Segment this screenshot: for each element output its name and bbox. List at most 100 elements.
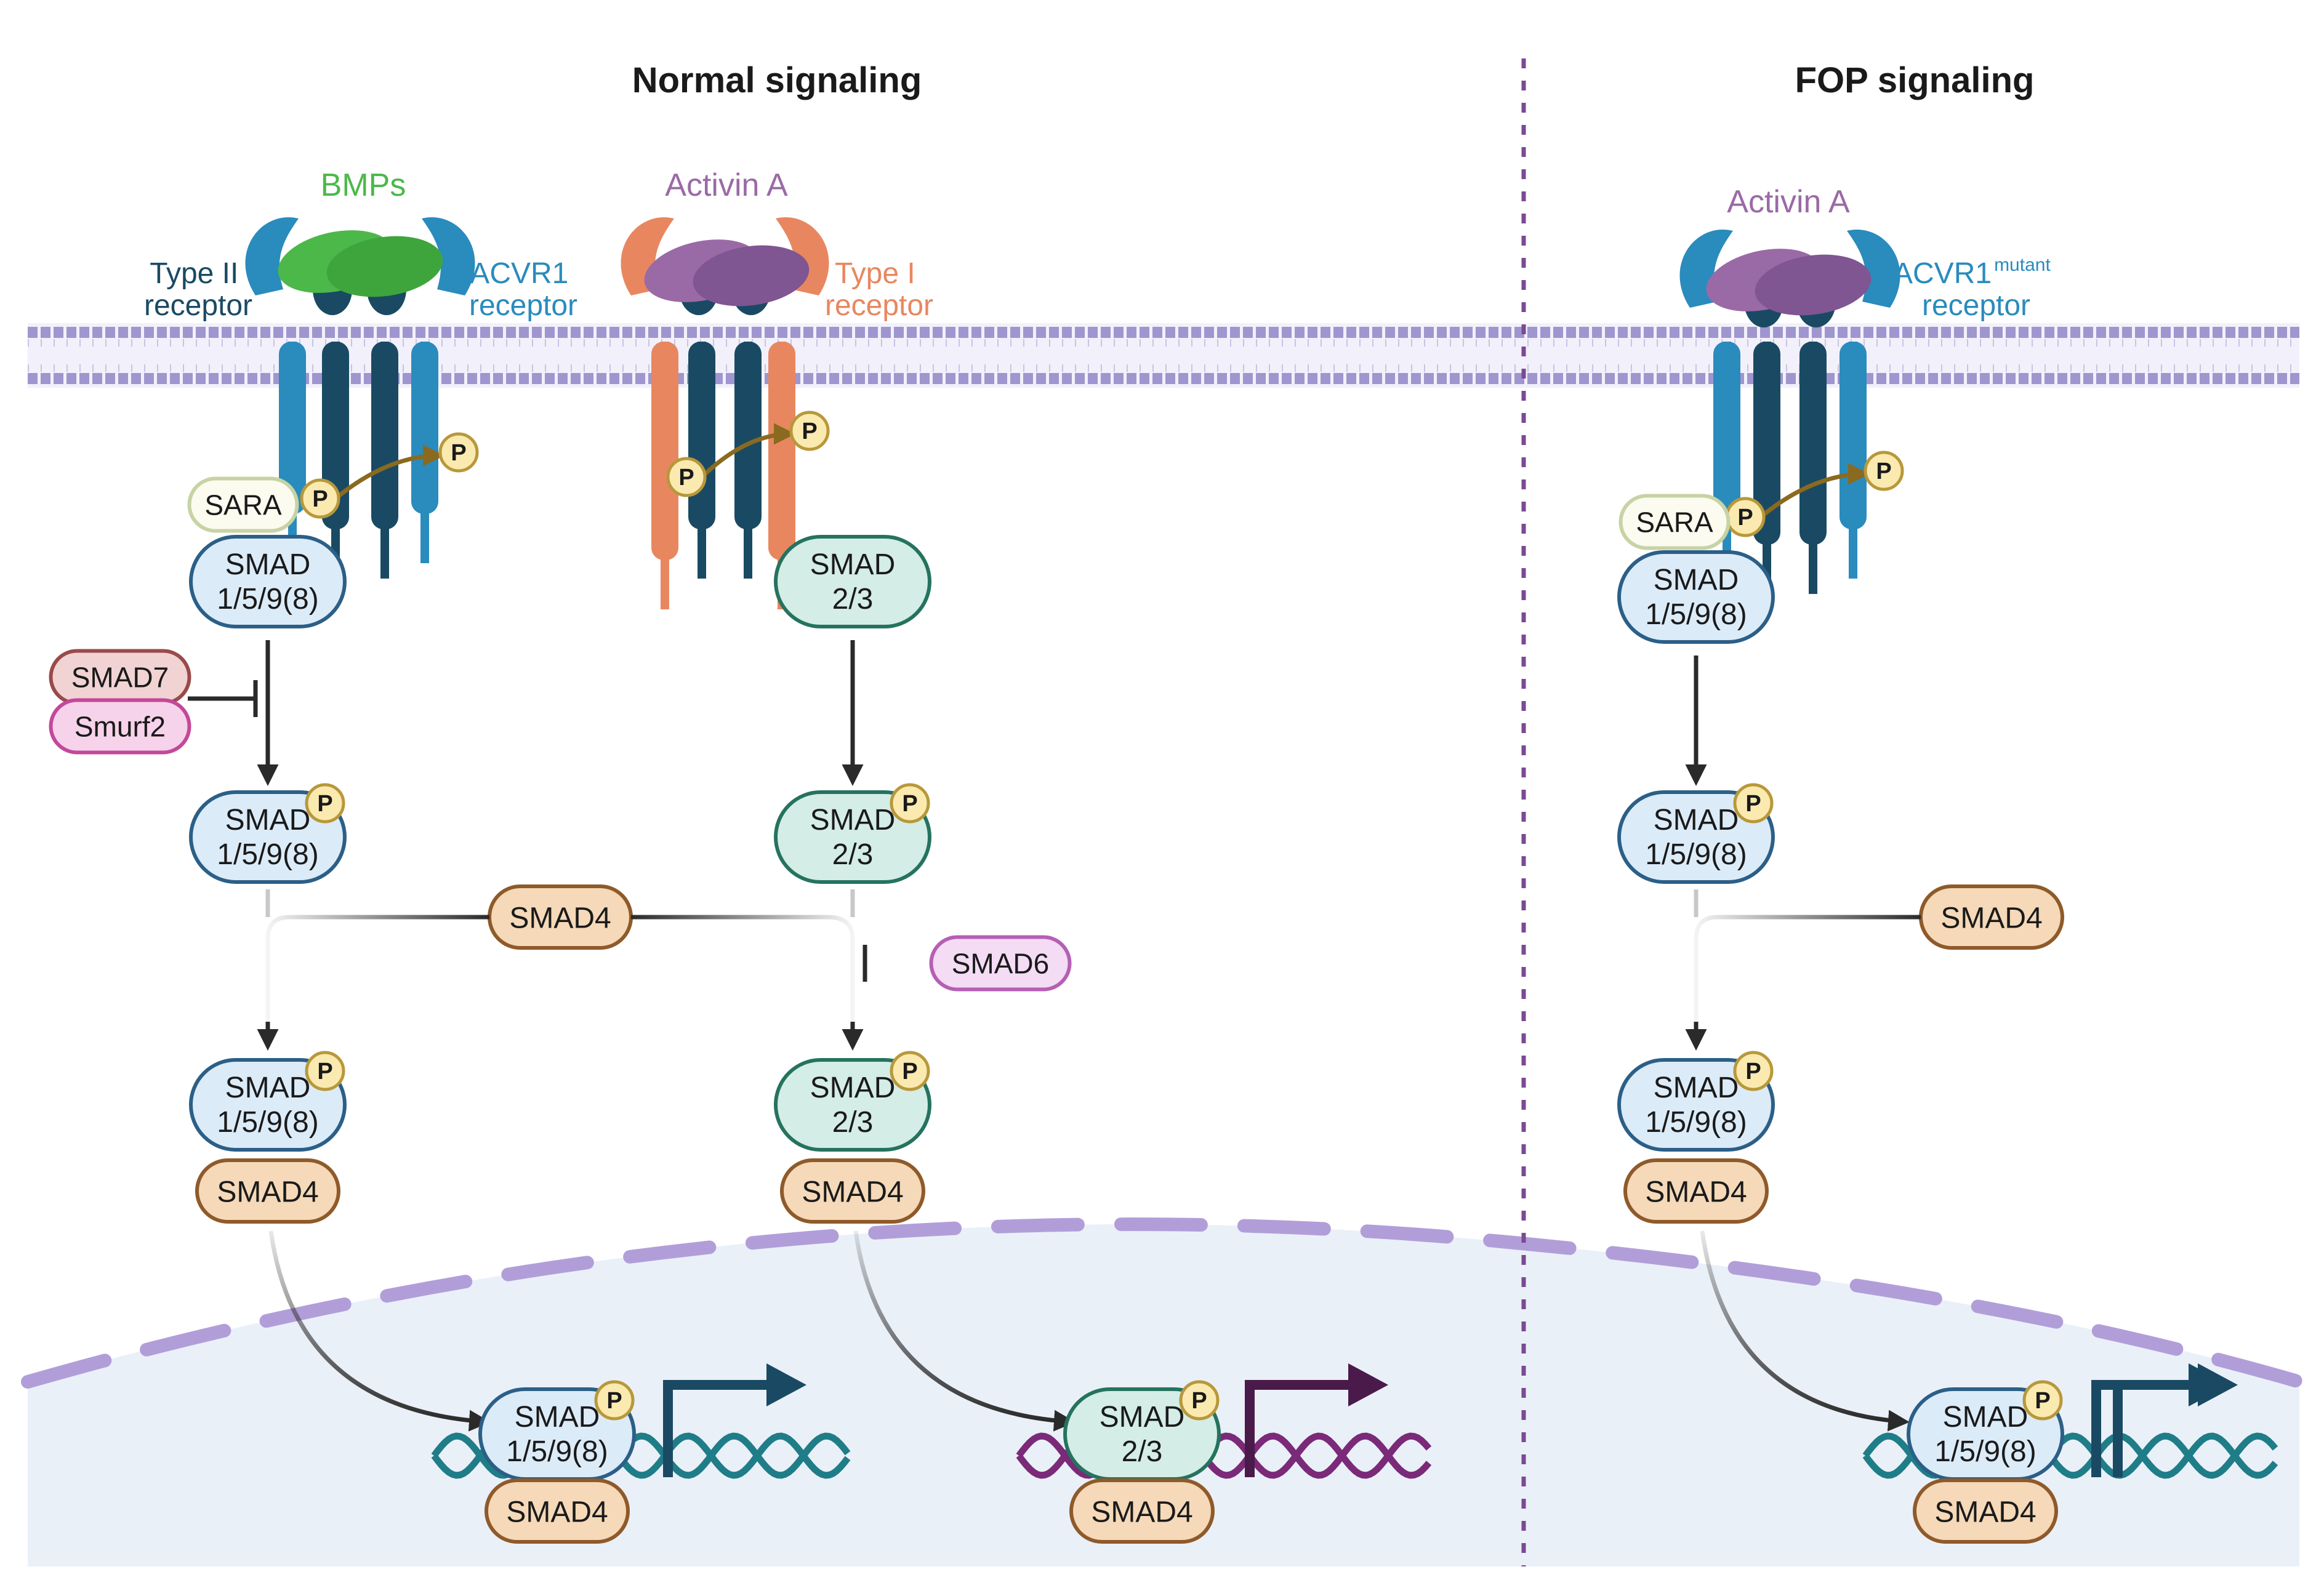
phospho-badge: P bbox=[890, 783, 930, 824]
phospho-badge: P bbox=[890, 1051, 930, 1091]
svg-text:SMAD: SMAD bbox=[225, 1072, 311, 1104]
svg-text:P: P bbox=[606, 1388, 622, 1414]
svg-text:SMAD4: SMAD4 bbox=[802, 1176, 903, 1208]
svg-text:1/5/9(8): 1/5/9(8) bbox=[217, 1106, 318, 1139]
svg-text:1/5/9(8): 1/5/9(8) bbox=[1934, 1435, 2036, 1468]
smad4-to-smad23-arrow bbox=[631, 915, 855, 1046]
fop-smad4-pill: SMAD4 bbox=[1919, 884, 2064, 950]
nuclear-smad23-smad4: SMAD4 bbox=[1069, 1478, 1215, 1544]
phospho-badge: P bbox=[300, 478, 340, 519]
activin-ligand-fop bbox=[1706, 249, 1872, 316]
type2-receptor-activin-inner-chain bbox=[734, 342, 762, 579]
nuclear-smad158-smad4: SMAD4 bbox=[485, 1478, 630, 1544]
svg-text:1/5/9(8): 1/5/9(8) bbox=[217, 583, 318, 616]
molecular-elements: PPPPPPSARASARASMAD1/5/9(8)SMAD7Smurf2SMA… bbox=[49, 217, 2278, 1544]
phospho-badge: P bbox=[305, 1051, 345, 1091]
svg-text:1/5/9(8): 1/5/9(8) bbox=[1645, 838, 1747, 871]
smad158-complex-smad4: SMAD4 bbox=[195, 1158, 340, 1224]
svg-text:1/5/9(8): 1/5/9(8) bbox=[1645, 1106, 1747, 1139]
type1-receptor-outer-chain bbox=[651, 342, 678, 609]
svg-text:P: P bbox=[902, 791, 917, 817]
svg-text:SMAD7: SMAD7 bbox=[71, 662, 169, 694]
phosphorylation-arrow bbox=[700, 423, 795, 479]
acvr1-receptor-outer-chain bbox=[411, 342, 438, 563]
svg-text:SMAD4: SMAD4 bbox=[217, 1176, 318, 1208]
phosphorylation-arrow bbox=[334, 444, 444, 500]
acvr1-receptor-inner-chain bbox=[371, 342, 398, 579]
svg-text:P: P bbox=[802, 419, 817, 444]
phospho-badge: P bbox=[594, 1380, 635, 1421]
svg-text:SMAD: SMAD bbox=[225, 548, 311, 581]
fop-smad158-complex-smad4: SMAD4 bbox=[1623, 1158, 1769, 1224]
svg-text:P: P bbox=[317, 1059, 332, 1085]
type1-receptor-ectodomain-right bbox=[776, 217, 829, 295]
svg-text:SMAD: SMAD bbox=[225, 804, 311, 836]
activin-label-normal: Activin A bbox=[665, 167, 788, 203]
svg-text:2/3: 2/3 bbox=[1122, 1435, 1163, 1468]
phospho-badge: P bbox=[1725, 497, 1766, 537]
svg-text:1/5/9(8): 1/5/9(8) bbox=[1645, 598, 1747, 631]
transcription-arrow-fop-lower bbox=[2113, 1363, 2229, 1477]
fop-acvr1-mutant-outer-chain bbox=[1839, 342, 1867, 579]
svg-text:P: P bbox=[902, 1059, 917, 1085]
svg-text:P: P bbox=[312, 486, 328, 512]
normal-panel-title: Normal signaling bbox=[632, 60, 922, 100]
phospho-badge: P bbox=[1733, 1051, 1774, 1091]
svg-text:P: P bbox=[1191, 1388, 1207, 1414]
smad23-complex-smad4: SMAD4 bbox=[780, 1158, 925, 1224]
smad6-pill: SMAD6 bbox=[929, 935, 1072, 992]
svg-text:P: P bbox=[1876, 459, 1891, 484]
svg-text:SARA: SARA bbox=[1636, 507, 1713, 539]
sara-pill-normal: SARA bbox=[187, 476, 299, 533]
activin-ligand-normal bbox=[644, 239, 810, 307]
transcription-arrow-smad23 bbox=[1245, 1363, 1388, 1477]
sara-pill-fop: SARA bbox=[1618, 494, 1731, 550]
svg-text:SMAD4: SMAD4 bbox=[506, 1496, 608, 1528]
svg-text:SMAD: SMAD bbox=[1100, 1401, 1185, 1434]
fop-smad4-to-smad158-arrow bbox=[1694, 915, 1921, 1046]
phospho-badge: P bbox=[789, 411, 830, 451]
svg-text:SMAD6: SMAD6 bbox=[952, 948, 1049, 980]
svg-text:2/3: 2/3 bbox=[832, 583, 874, 616]
transcription-arrow-smad158 bbox=[663, 1363, 806, 1477]
smad4-shared-pill: SMAD4 bbox=[488, 884, 633, 950]
svg-text:SMAD: SMAD bbox=[810, 1072, 896, 1104]
type1-receptor-ectodomain bbox=[621, 217, 674, 295]
svg-text:P: P bbox=[1737, 505, 1753, 531]
fop-acvr1-inner-chain bbox=[1799, 342, 1827, 594]
cell-membrane bbox=[28, 323, 2299, 388]
acvr1-receptor-ectodomain bbox=[422, 217, 475, 295]
smad7-pill: SMAD7 bbox=[49, 649, 191, 705]
phospho-badge: P bbox=[666, 457, 707, 497]
acvr1-receptor-label: ACVR1 receptor bbox=[469, 257, 577, 322]
nuclear-import-arrow-smad23 bbox=[853, 1230, 1076, 1432]
fop-type2-inner-chain bbox=[1753, 342, 1780, 594]
phospho-badge: P bbox=[305, 783, 345, 824]
svg-text:P: P bbox=[1745, 1059, 1761, 1085]
svg-text:SMAD: SMAD bbox=[1654, 1072, 1739, 1104]
svg-text:SMAD: SMAD bbox=[810, 548, 896, 581]
svg-text:P: P bbox=[317, 791, 332, 817]
fop-type2-ectodomain bbox=[1679, 229, 1733, 308]
type1-receptor-label: Type I receptor bbox=[825, 257, 933, 322]
svg-text:P: P bbox=[1745, 791, 1761, 817]
svg-text:Smurf2: Smurf2 bbox=[74, 711, 166, 743]
svg-text:SMAD4: SMAD4 bbox=[1940, 902, 2042, 934]
svg-text:SMAD4: SMAD4 bbox=[1645, 1176, 1747, 1208]
nuclear-import-arrow-fop bbox=[1700, 1230, 1910, 1432]
phospho-badge: P bbox=[1179, 1380, 1220, 1421]
